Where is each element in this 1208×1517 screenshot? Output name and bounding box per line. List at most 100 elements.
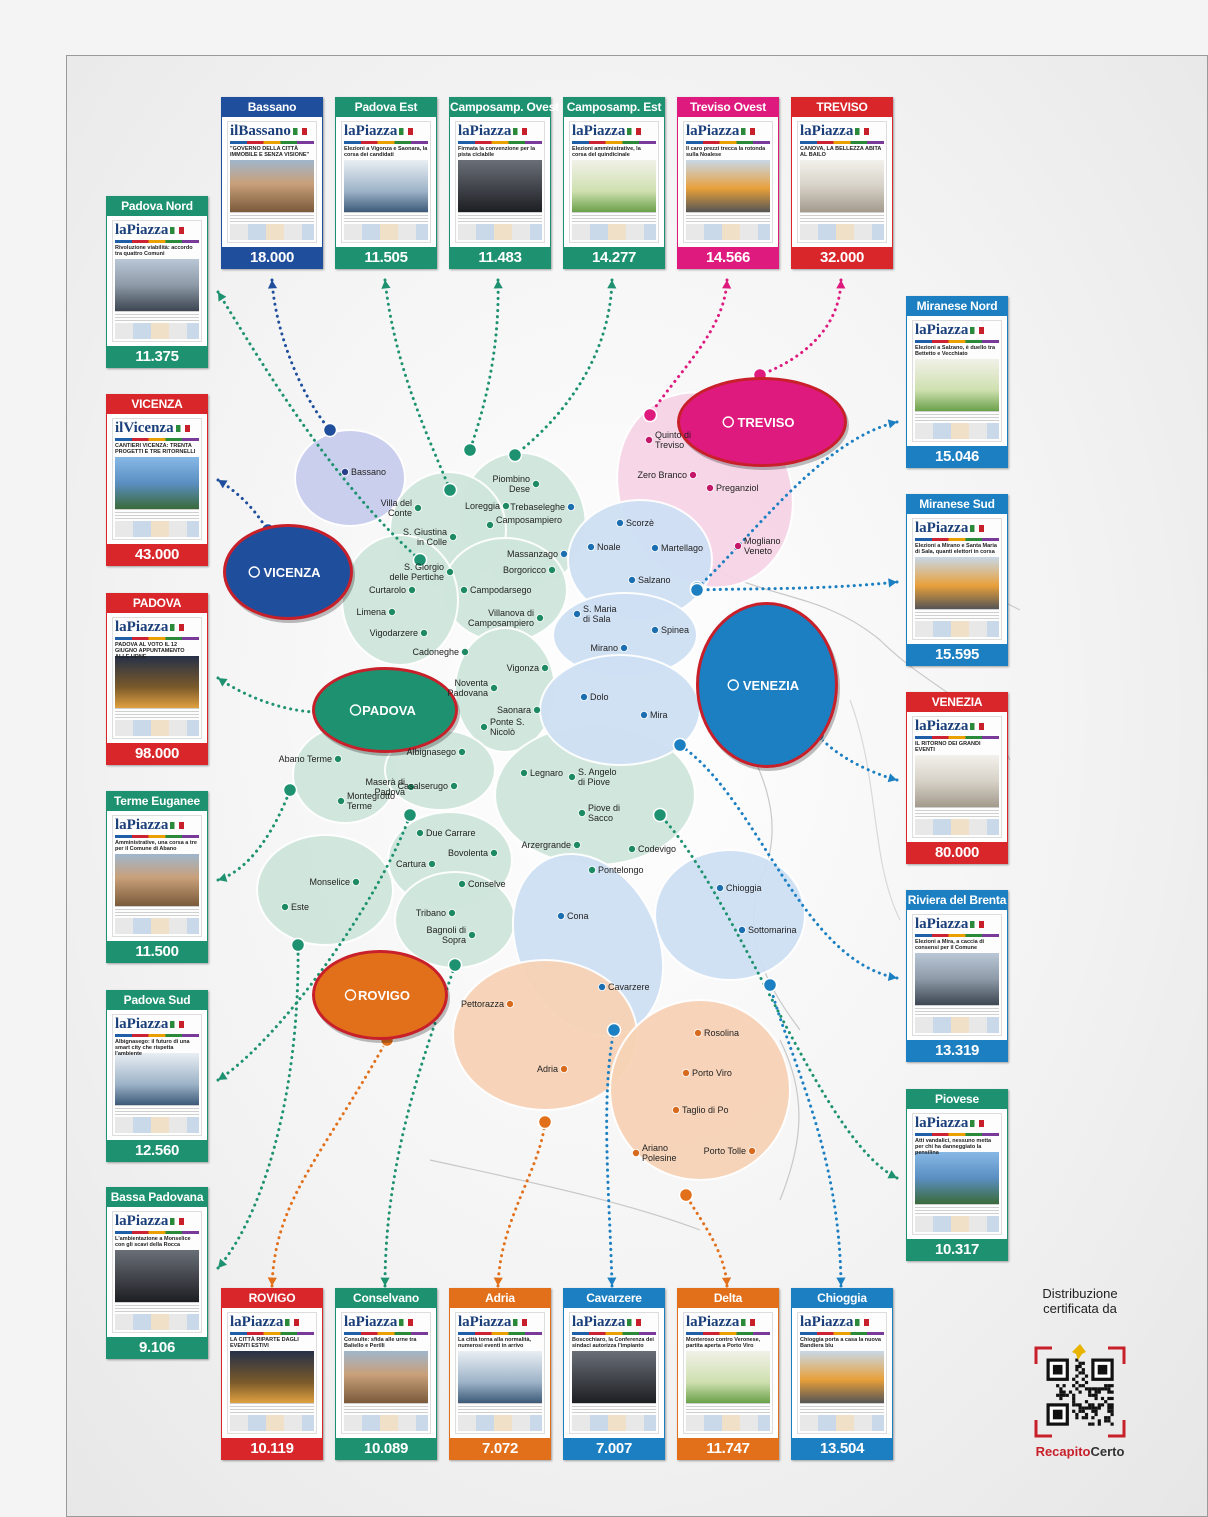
edition-name: VENEZIA (907, 693, 1007, 712)
town-marker[interactable]: Bovolenta (448, 848, 498, 858)
arrow-head-icon (887, 1170, 897, 1179)
town-marker[interactable]: Pettorazza (461, 999, 514, 1009)
hub-treviso[interactable]: TREVISO (677, 377, 849, 470)
town-marker[interactable]: Porto Viro (682, 1068, 732, 1078)
town-marker[interactable]: Adria (537, 1064, 569, 1074)
town-marker[interactable]: Due Carrare (415, 828, 476, 838)
town-marker[interactable]: Chioggia (716, 883, 762, 893)
town-marker[interactable]: Campodarsego (459, 585, 532, 595)
qr-cell (1075, 1380, 1079, 1385)
town-marker[interactable]: Saonara (497, 705, 542, 715)
town-marker[interactable]: Cona (557, 911, 589, 921)
hub-venezia[interactable]: VENEZIA (696, 602, 840, 771)
town-marker[interactable]: Codevigo (628, 844, 676, 854)
qr-code-icon[interactable] (1034, 1344, 1126, 1438)
town-marker[interactable]: Porto Tolle (704, 1146, 757, 1156)
town-label: di Sala (583, 614, 611, 624)
town-marker[interactable]: Tribano (416, 908, 456, 918)
hub-rovigo[interactable]: ROVIGO (312, 950, 450, 1043)
town-marker[interactable]: Conselve (457, 879, 506, 889)
town-marker[interactable]: Massanzago (507, 549, 569, 559)
town-marker[interactable]: Salzano (628, 575, 671, 585)
town-marker[interactable]: Spinea (651, 625, 689, 635)
town-marker[interactable]: Martellago (651, 543, 703, 553)
town-marker[interactable]: Vigonza (507, 663, 550, 673)
town-marker[interactable]: Scorzè (616, 518, 654, 528)
town-marker[interactable]: Cavarzere (598, 982, 650, 992)
hub-padova[interactable]: PADOVA (312, 667, 460, 756)
town-marker[interactable]: Cadoneghe (412, 647, 469, 657)
town-marker[interactable]: Bassano (340, 467, 386, 477)
town-marker[interactable]: Ponte S.Nicolò (479, 717, 525, 737)
connector-line (513, 278, 614, 457)
town-marker[interactable]: Legnaro (520, 768, 563, 778)
town-marker[interactable]: Monselice (309, 877, 360, 887)
town-marker[interactable]: Rosolina (694, 1028, 739, 1038)
town-marker[interactable]: Este (280, 902, 309, 912)
town-marker[interactable]: Preganziol (706, 483, 759, 493)
town-marker[interactable]: Taglio di Po (672, 1105, 729, 1115)
town-marker[interactable]: Mira (640, 710, 668, 720)
town-marker[interactable]: Arzergrande (521, 840, 582, 850)
town-marker[interactable]: Albignasego (406, 747, 466, 757)
town-marker[interactable]: Vigodarzere (370, 628, 428, 638)
town-marker[interactable]: Noale (587, 542, 621, 552)
town-marker[interactable]: Loreggia (465, 501, 510, 511)
town-marker[interactable]: Cartura (396, 859, 436, 869)
town-marker[interactable]: Borgoricco (503, 565, 557, 575)
town-marker[interactable]: Casalserugo (397, 781, 458, 791)
town-marker[interactable]: Pontelongo (588, 865, 644, 875)
town-marker[interactable]: Mirano (590, 643, 629, 653)
town-marker[interactable]: Curtarolo (369, 585, 416, 595)
town-marker[interactable]: Limena (356, 607, 396, 617)
town-marker[interactable]: Sottomarina (738, 925, 797, 935)
town-marker[interactable]: Trebaseleghe (510, 502, 576, 512)
town-label: Pontelongo (598, 865, 644, 875)
town-marker[interactable]: Camposampiero (485, 515, 562, 530)
hub-vicenza[interactable]: VICENZA (223, 524, 355, 623)
town-marker[interactable]: Abano Terme (279, 754, 342, 764)
arrow-head-icon (218, 1071, 228, 1080)
town-marker[interactable]: Dolo (580, 692, 609, 702)
town-marker[interactable]: Zero Branco (637, 470, 698, 480)
